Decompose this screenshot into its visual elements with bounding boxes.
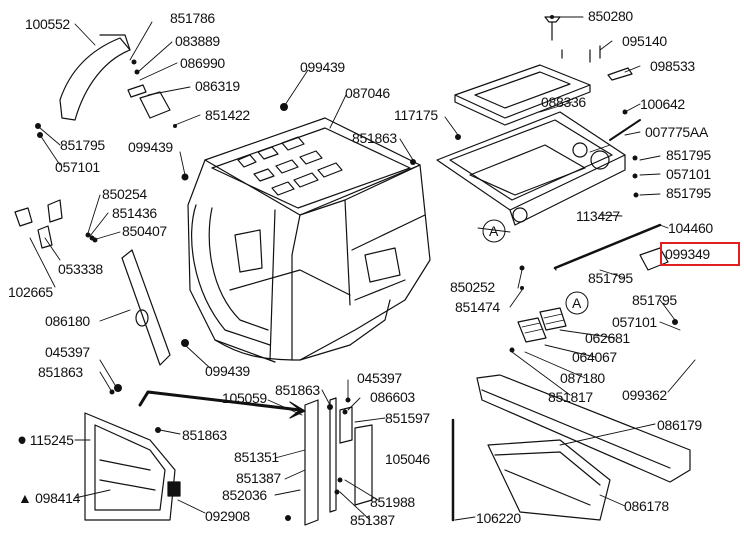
callout-851795-b: 851795 (666, 147, 711, 163)
callout-057101-c: 057101 (612, 314, 657, 330)
callout-851863-b: 851863 (38, 364, 83, 380)
callout-851795-c: 851795 (666, 185, 711, 201)
callout-106220: 106220 (476, 510, 521, 526)
callout-852036: 852036 (222, 487, 267, 503)
callout-851351: 851351 (234, 449, 279, 465)
callout-092908: 092908 (205, 508, 250, 524)
step-pads-drawing (517, 307, 567, 343)
callout-100642: 100642 (640, 96, 685, 112)
callout-086178: 086178 (624, 498, 669, 514)
callout-045397-a: 045397 (45, 344, 90, 360)
callout-113427: 113427 (576, 208, 620, 224)
callout-851387-a: 851387 (236, 470, 281, 486)
callout-087046: 087046 (345, 85, 390, 101)
callout-851795-e: 851795 (632, 292, 677, 308)
callout-087180: 087180 (560, 370, 605, 386)
callout-088336: 088336 (541, 94, 586, 110)
pillar-trim-drawing (59, 34, 171, 121)
callout-086990: 086990 (180, 55, 225, 71)
legend-dot-symbol (18, 436, 26, 444)
callout-007775AA: 007775AA (645, 124, 708, 140)
callout-851795-a: 851795 (60, 137, 105, 153)
callout-851863-c: 851863 (182, 427, 227, 443)
callout-851863-d: 851863 (275, 382, 320, 398)
callout-850407: 850407 (122, 223, 167, 239)
callout-099439-b: 099439 (300, 59, 345, 75)
callout-851597: 851597 (385, 410, 430, 426)
cab-frame-drawing (187, 117, 431, 363)
callout-851795-d: 851795 (588, 270, 633, 286)
marker-a1-label: A (489, 223, 499, 239)
callout-105046: 105046 (385, 451, 430, 467)
callout-851436: 851436 (112, 205, 157, 221)
callout-851387-b: 851387 (350, 512, 395, 528)
callout-099439-c: 099439 (205, 363, 250, 379)
callout-850252: 850252 (450, 279, 495, 295)
callout-851786: 851786 (170, 10, 215, 26)
callout-102665: 102665 (8, 284, 53, 300)
callout-099362: 099362 (622, 387, 667, 403)
left-panel-drawing (14, 199, 171, 366)
callout-098414: ▲ 098414 (18, 490, 81, 506)
callout-104460: 104460 (668, 220, 713, 236)
callout-099349: 099349 (665, 246, 710, 262)
callout-062681: 062681 (585, 330, 630, 346)
marker-a1-circle (482, 219, 506, 243)
roof-panel-drawing (436, 16, 626, 226)
rods-drawing (553, 67, 669, 271)
callout-115245: ● 115245 (18, 432, 74, 448)
callout-105059: 105059 (222, 390, 267, 406)
callout-117175: 117175 (394, 107, 438, 123)
lower-panel-drawing (84, 412, 181, 521)
callout-850280: 850280 (588, 8, 633, 24)
callout-057101-b: 057101 (666, 166, 711, 182)
callout-086180: 086180 (45, 313, 90, 329)
callout-851422: 851422 (205, 107, 250, 123)
callout-851988: 851988 (370, 494, 415, 510)
hinge-brackets-drawing (304, 397, 373, 526)
marker-a2-label: A (572, 295, 582, 311)
marker-a2-circle (565, 291, 589, 315)
callout-098533: 098533 (650, 58, 695, 74)
highlight-box (660, 242, 740, 266)
callout-053338: 053338 (58, 261, 103, 277)
callout-057101-a: 057101 (55, 159, 100, 175)
leader-lines (29, 16, 696, 521)
side-step-drawing (476, 374, 691, 521)
fasteners (35, 15, 678, 521)
callout-851817: 851817 (548, 389, 593, 405)
callout-086319: 086319 (195, 78, 240, 94)
callout-086603: 086603 (370, 389, 415, 405)
callout-064067: 064067 (572, 349, 617, 365)
callout-083889: 083889 (175, 33, 220, 49)
callout-850254: 850254 (102, 186, 147, 202)
callout-851474: 851474 (455, 299, 500, 315)
callout-100552: 100552 (25, 16, 70, 32)
callout-045397-b: 045397 (357, 370, 402, 386)
callout-095140: 095140 (622, 33, 667, 49)
callout-099439-a: 099439 (128, 139, 173, 155)
direction-arrow-drawing (138, 390, 306, 419)
callout-086179: 086179 (657, 417, 702, 433)
callout-851863-a: 851863 (352, 130, 397, 146)
